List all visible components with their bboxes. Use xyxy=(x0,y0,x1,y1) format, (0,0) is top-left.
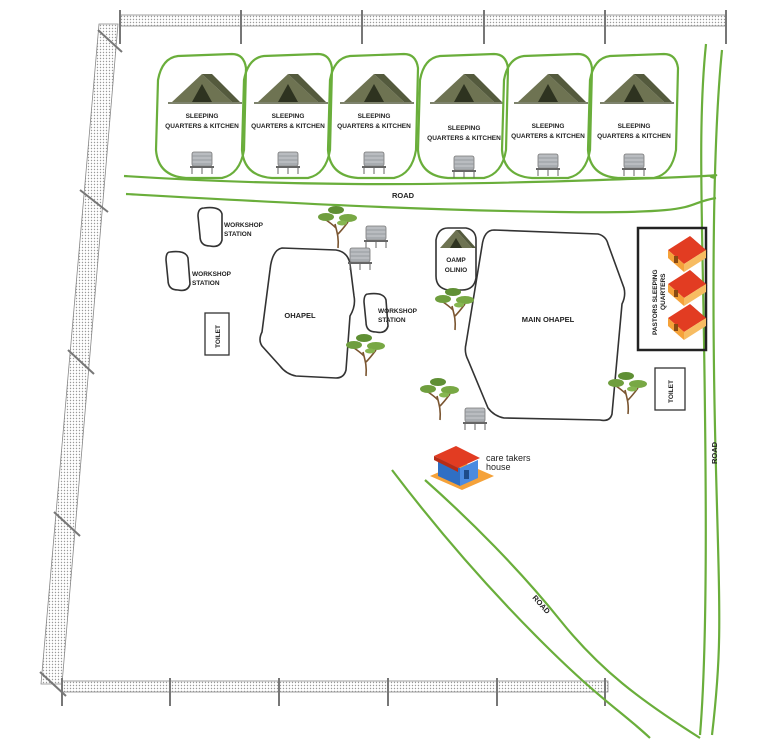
sleeping-quarters-line2: QUARTERS & KITCHEN xyxy=(337,123,411,130)
sleeping-quarters-line2: QUARTERS & KITCHEN xyxy=(511,133,585,140)
tent-icon xyxy=(429,73,505,104)
toilet[interactable]: TOILET xyxy=(204,312,230,356)
water-tank-icon xyxy=(363,225,389,249)
camp-office[interactable]: OAMP OLINIO xyxy=(435,227,477,291)
workshop-station[interactable]: WORKSHOP STATION xyxy=(165,250,232,292)
water-tank-icon xyxy=(189,151,215,175)
toilet-label: TOILET xyxy=(215,325,222,348)
caretaker-label-line2: house xyxy=(486,462,511,472)
workshop-station[interactable]: WORKSHOP STATION xyxy=(363,292,418,334)
road-label-top: ROAD xyxy=(392,191,415,200)
sleeping-quarters-line1: SLEEPING xyxy=(448,125,481,132)
tent-icon xyxy=(440,230,476,248)
sleeping-quarters-line1: SLEEPING xyxy=(186,113,219,120)
water-tank-icon xyxy=(535,153,561,177)
water-tank-icon xyxy=(451,155,477,179)
tent-icon xyxy=(513,73,589,104)
toilet-label: TOILET xyxy=(668,380,675,403)
road-label-right: ROAD xyxy=(710,441,719,464)
pastors-label-line1: PASTORS SLEEPING xyxy=(652,270,659,336)
tree-icon xyxy=(434,287,475,331)
workshop-label-line1: WORKSHOP xyxy=(378,308,418,315)
sleeping-quarters-unit[interactable]: SLEEPING QUARTERS & KITCHEN xyxy=(500,52,594,180)
sleeping-quarters-row: SLEEPING QUARTERS & KITCHEN SLEEPING QUA… xyxy=(154,52,680,180)
tree-icon xyxy=(345,333,386,377)
tent-icon xyxy=(253,73,329,104)
workshop-label-line2: STATION xyxy=(378,317,406,324)
sleeping-quarters-line1: SLEEPING xyxy=(532,123,565,130)
main-chapel[interactable]: MAIN OHAPEL xyxy=(464,229,626,422)
toilet[interactable]: TOILET xyxy=(654,367,686,411)
sleeping-quarters-line2: QUARTERS & KITCHEN xyxy=(597,133,671,140)
tent-icon xyxy=(599,73,675,104)
water-tank-icon xyxy=(621,153,647,177)
sleeping-quarters-line2: QUARTERS & KITCHEN xyxy=(427,135,501,142)
caretaker-house[interactable]: care takers house xyxy=(430,446,531,490)
sleeping-quarters-unit[interactable]: SLEEPING QUARTERS & KITCHEN xyxy=(326,52,420,180)
sleeping-quarters-line1: SLEEPING xyxy=(618,123,651,130)
workshop-label-line1: WORKSHOP xyxy=(192,271,232,278)
caretaker-label-line1: care takers xyxy=(486,453,531,463)
road-label-diagonal: ROAD xyxy=(531,593,553,616)
tent-icon xyxy=(167,73,243,104)
sleeping-quarters-line1: SLEEPING xyxy=(358,113,391,120)
pastors-label-line2: QUARTERS xyxy=(660,273,667,310)
sleeping-quarters-line2: QUARTERS & KITCHEN xyxy=(165,123,239,130)
sleeping-quarters-unit[interactable]: SLEEPING QUARTERS & KITCHEN xyxy=(240,52,334,180)
tent-icon xyxy=(339,73,415,104)
water-tank-icon xyxy=(347,247,373,271)
sleeping-quarters-unit[interactable]: SLEEPING QUARTERS & KITCHEN xyxy=(416,52,510,180)
perimeter-fence xyxy=(39,10,727,706)
sleeping-quarters-line1: SLEEPING xyxy=(272,113,305,120)
tree-icon xyxy=(419,377,460,421)
main-chapel-label: MAIN OHAPEL xyxy=(522,315,575,324)
pastors-sleeping-quarters[interactable]: PASTORS SLEEPING QUARTERS xyxy=(636,226,708,352)
water-tank-icon xyxy=(361,151,387,175)
workshop-label-line2: STATION xyxy=(224,231,252,238)
sleeping-quarters-unit[interactable]: SLEEPING QUARTERS & KITCHEN xyxy=(154,52,248,180)
hut-icon xyxy=(668,304,708,340)
sleeping-quarters-line2: QUARTERS & KITCHEN xyxy=(251,123,325,130)
sleeping-quarters-unit[interactable]: SLEEPING QUARTERS & KITCHEN xyxy=(586,52,680,180)
house-icon xyxy=(430,446,494,490)
road-network xyxy=(123,43,724,739)
water-tank-icon xyxy=(275,151,301,175)
camp-office-line2: OLINIO xyxy=(445,267,467,274)
water-tank-icon xyxy=(462,407,488,431)
camp-office-line1: OAMP xyxy=(446,257,466,264)
workshop-label-line2: STATION xyxy=(192,280,220,287)
workshop-label-line1: WORKSHOP xyxy=(224,222,264,229)
tree-icon xyxy=(317,205,358,249)
workshop-station[interactable]: WORKSHOP STATION xyxy=(197,206,264,248)
fence-post-icon xyxy=(39,10,727,706)
chapel-label: OHAPEL xyxy=(284,311,316,320)
chapel[interactable]: OHAPEL xyxy=(259,247,356,379)
